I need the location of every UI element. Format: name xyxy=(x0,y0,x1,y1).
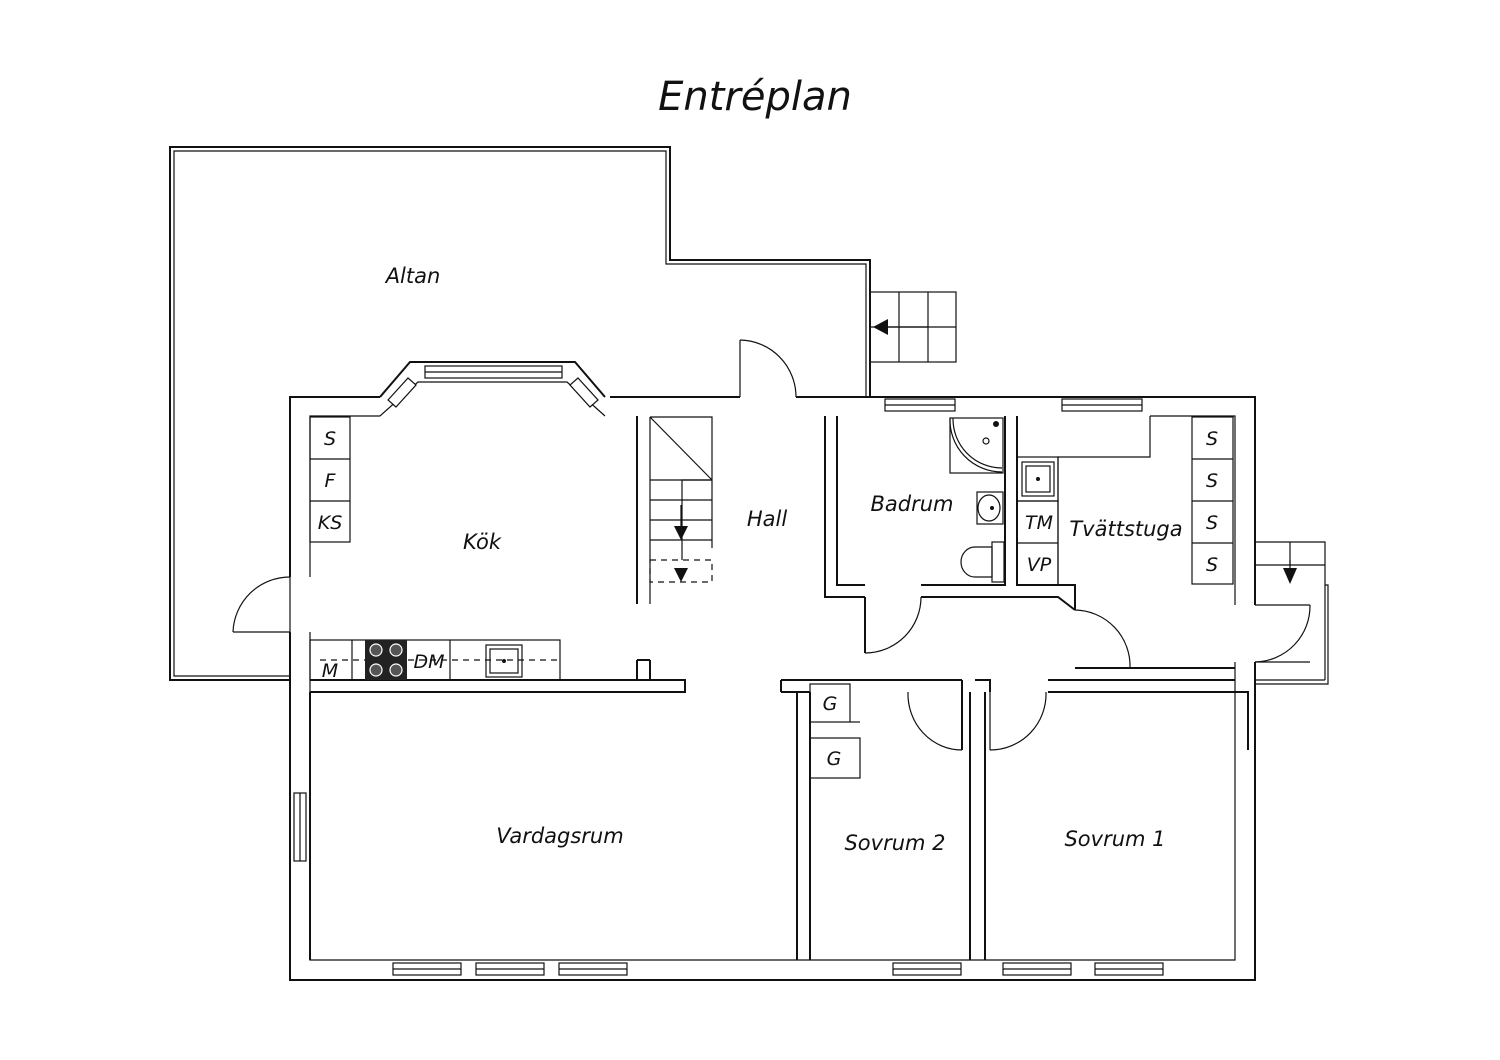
room-label-badrum: Badrum xyxy=(870,492,953,516)
cabinet-label: S xyxy=(1206,512,1218,534)
kok-cabinets: S F KS xyxy=(309,416,351,543)
door-swing-icon xyxy=(864,596,922,654)
stairs xyxy=(649,416,713,604)
interior-walls xyxy=(309,416,1249,960)
sink-icon xyxy=(485,644,523,678)
room-label-altan: Altan xyxy=(384,264,441,288)
door-swing-icon xyxy=(739,339,797,398)
door-swing-icon xyxy=(1254,604,1311,663)
stair-arrow-icon xyxy=(873,319,928,335)
counter-label: M xyxy=(322,660,338,682)
bay-window xyxy=(379,361,606,417)
wardrobe-label: G xyxy=(827,748,842,770)
counter-label: DM xyxy=(413,651,444,673)
room-label-hall: Hall xyxy=(747,507,787,531)
appliance-label: TM xyxy=(1025,512,1053,534)
garderober: G G xyxy=(809,683,861,779)
exterior-step xyxy=(1255,541,1329,685)
cabinet-label: S xyxy=(1206,428,1218,450)
sink-icon xyxy=(1021,461,1055,497)
kok-counter: M DM xyxy=(309,639,686,693)
altan-deck xyxy=(169,146,871,681)
cabinet-label: F xyxy=(325,470,337,492)
badrum-fixtures xyxy=(864,398,1005,654)
room-label-sovrum2: Sovrum 2 xyxy=(844,831,945,855)
appliance-label: VP xyxy=(1027,554,1052,576)
cabinet-label: S xyxy=(324,428,336,450)
stair-arrow-icon xyxy=(674,505,688,582)
outer-walls xyxy=(289,393,1256,981)
sink-icon xyxy=(976,491,1004,525)
tvattstuga-fixtures: TM VP S S S S xyxy=(1016,398,1311,669)
door-swing-icon xyxy=(1074,609,1131,669)
altan-steps xyxy=(869,291,957,363)
room-label-vardagsrum: Vardagsrum xyxy=(496,824,623,848)
shower-icon xyxy=(949,417,1004,474)
door-swing-icon xyxy=(232,576,291,633)
toilet-icon xyxy=(960,541,1005,583)
kok-door xyxy=(232,576,291,633)
room-label-tvattstuga: Tvättstuga xyxy=(1069,517,1182,541)
stair-arrow-icon xyxy=(1283,560,1297,584)
door-swing-icon xyxy=(989,691,1047,751)
wardrobe-label: G xyxy=(823,693,838,715)
cabinet-label: S xyxy=(1206,554,1218,576)
door-swing-icon xyxy=(907,691,963,751)
room-label-sovrum1: Sovrum 1 xyxy=(1064,827,1165,851)
hall-door xyxy=(739,339,797,398)
plan-title: Entréplan xyxy=(658,74,852,120)
cabinet-label: KS xyxy=(318,512,343,534)
cabinet-label: S xyxy=(1206,470,1218,492)
room-label-kok: Kök xyxy=(463,530,502,554)
windows xyxy=(293,792,1164,976)
bedroom-doors xyxy=(907,691,1047,751)
